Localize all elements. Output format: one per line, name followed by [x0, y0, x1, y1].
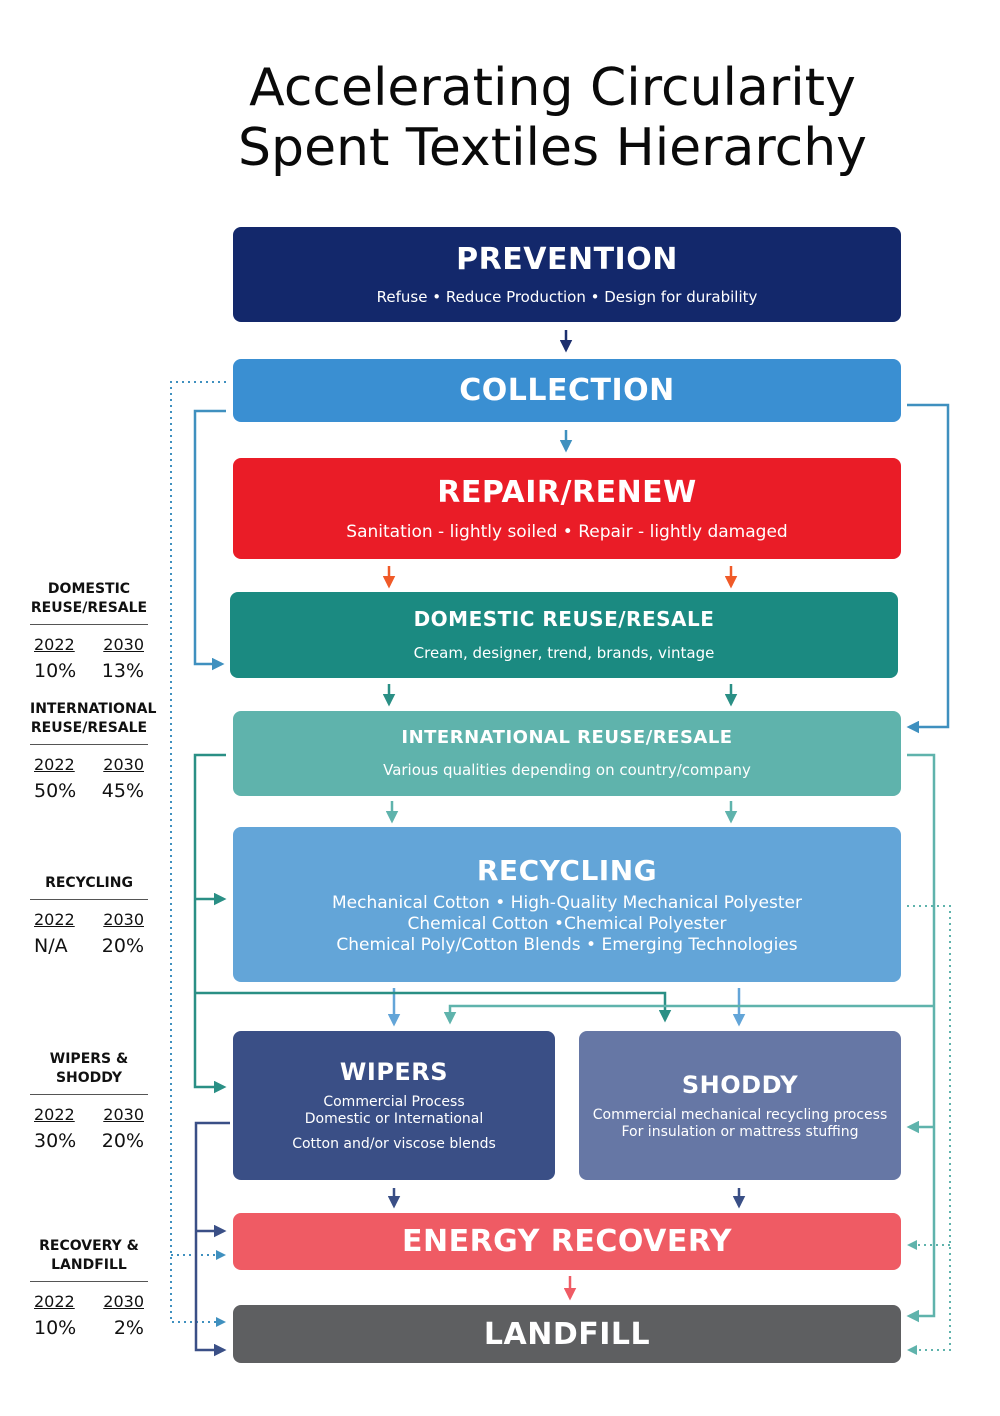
repair-subtitle: Sanitation - lightly soiled • Repair - l…: [346, 522, 788, 542]
shoddy-line-2: For insulation or mattress stuffing: [621, 1123, 859, 1140]
stat-label-line-1: DOMESTIC: [47, 581, 131, 597]
stat-year-a: 2022: [34, 1292, 75, 1311]
stat-label: DOMESTIC REUSE/RESALE: [30, 580, 148, 625]
shoddy-box: SHODDY Commercial mechanical recycling p…: [579, 1031, 901, 1180]
domestic-subtitle: Cream, designer, trend, brands, vintage: [413, 644, 715, 662]
connector-international-wipers: [443, 1004, 934, 1025]
stat-label-line-2: REUSE/RESALE: [30, 600, 148, 616]
collection-box: COLLECTION: [233, 359, 901, 422]
connector-recycling-dotted-right: [907, 905, 951, 1355]
stat-value-b: 20%: [101, 935, 144, 957]
stat-label: INTERNATIONAL REUSE/RESALE: [30, 700, 157, 745]
domestic-reuse-box: DOMESTIC REUSE/RESALE Cream, designer, t…: [230, 592, 898, 678]
connector-collection-domestic: [193, 409, 226, 671]
stat-label-line-2: REUSE/RESALE: [30, 720, 148, 736]
landfill-heading: LANDFILL: [483, 1316, 651, 1352]
prevention-box: PREVENTION Refuse • Reduce Production • …: [233, 227, 901, 322]
stat-value-a: 10%: [34, 660, 77, 682]
stat-label-line-1: RECOVERY &: [39, 1238, 139, 1254]
international-reuse-box: INTERNATIONAL REUSE/RESALE Various quali…: [233, 711, 901, 796]
stat-label: RECYCLING: [30, 874, 148, 900]
shoddy-line-1: Commercial mechanical recycling process: [592, 1106, 888, 1123]
stat-year-b: 2030: [103, 910, 144, 929]
prevention-heading: PREVENTION: [456, 242, 678, 277]
stat-label: RECOVERY & LANDFILL: [30, 1237, 148, 1282]
recycling-line-1: Mechanical Cotton • High-Quality Mechani…: [332, 892, 802, 913]
stat-year-b: 2030: [103, 1292, 144, 1311]
stat-label-line-1: WIPERS &: [49, 1051, 129, 1067]
page-title: Accelerating Circularity Spent Textiles …: [0, 58, 1000, 178]
prevention-subtitle: Refuse • Reduce Production • Design for …: [376, 288, 758, 306]
stat-year-a: 2022: [34, 910, 75, 929]
recycling-line-2: Chemical Cotton •Chemical Polyester: [407, 913, 727, 934]
stat-year-a: 2022: [34, 755, 75, 774]
stat-year-b: 2030: [103, 1105, 144, 1124]
stat-recycling: RECYCLING 2022 2030 N/A 20%: [30, 874, 148, 957]
connector-international-shoddy: [195, 991, 672, 1023]
stat-value-a: N/A: [34, 935, 68, 957]
stat-international: INTERNATIONAL REUSE/RESALE 2022 2030 50% 4…: [30, 700, 157, 802]
stat-label-line-1: RECYCLING: [45, 875, 133, 891]
stat-wipers-shoddy: WIPERS & SHODDY 2022 2030 30% 20%: [30, 1050, 148, 1152]
energy-heading: ENERGY RECOVERY: [401, 1224, 733, 1259]
wipers-box: WIPERS Commercial Process Domestic or In…: [233, 1031, 555, 1180]
stat-value-b: 20%: [101, 1130, 144, 1152]
international-subtitle: Various qualities depending on country/c…: [383, 761, 751, 779]
stat-value-b: 2%: [113, 1317, 144, 1339]
stat-label-line-2: LANDFILL: [51, 1257, 127, 1273]
recycling-box: RECYCLING Mechanical Cotton • High-Quali…: [233, 827, 901, 982]
title-line-2: Spent Textiles Hierarchy: [238, 118, 867, 178]
repair-renew-box: REPAIR/RENEW Sanitation - lightly soiled…: [233, 458, 901, 559]
international-heading: INTERNATIONAL REUSE/RESALE: [401, 727, 733, 748]
stat-year-a: 2022: [34, 1105, 75, 1124]
stat-value-a: 10%: [34, 1317, 77, 1339]
connector-collection-international: [906, 403, 950, 734]
wipers-line-2: Domestic or International: [304, 1111, 484, 1127]
wipers-line-1: Commercial Process: [323, 1094, 465, 1110]
stat-year-b: 2030: [103, 755, 144, 774]
shoddy-heading: SHODDY: [681, 1070, 799, 1099]
landfill-box: LANDFILL: [233, 1305, 901, 1363]
stat-year-b: 2030: [103, 635, 144, 654]
connector-collection-landfill-dotted: [170, 381, 226, 1327]
stat-year-a: 2022: [34, 635, 75, 654]
stat-domestic: DOMESTIC REUSE/RESALE 2022 2030 10% 13%: [30, 580, 148, 682]
stat-value-b: 45%: [101, 780, 144, 802]
stat-value-a: 30%: [34, 1130, 77, 1152]
connector-international-left: [193, 753, 227, 1094]
wipers-heading: WIPERS: [339, 1058, 449, 1086]
repair-heading: REPAIR/RENEW: [437, 475, 697, 510]
collection-heading: COLLECTION: [459, 373, 675, 408]
stat-label-line-2: SHODDY: [55, 1070, 123, 1086]
domestic-heading: DOMESTIC REUSE/RESALE: [413, 607, 715, 631]
recycling-line-3: Chemical Poly/Cotton Blends • Emerging T…: [336, 934, 798, 955]
title-line-1: Accelerating Circularity: [249, 58, 856, 118]
stat-label: WIPERS & SHODDY: [30, 1050, 148, 1095]
connector-wipers-landfill: [194, 1121, 230, 1357]
recycling-heading: RECYCLING: [476, 853, 658, 887]
stat-recovery-landfill: RECOVERY & LANDFILL 2022 2030 10% 2%: [30, 1237, 148, 1339]
stat-label-line-1: INTERNATIONAL: [30, 701, 157, 717]
wipers-line-3: Cotton and/or viscose blends: [292, 1136, 496, 1152]
stat-value-a: 50%: [34, 780, 77, 802]
stat-value-b: 13%: [101, 660, 144, 682]
energy-recovery-box: ENERGY RECOVERY: [233, 1213, 901, 1270]
connector-international-right: [906, 753, 936, 1323]
